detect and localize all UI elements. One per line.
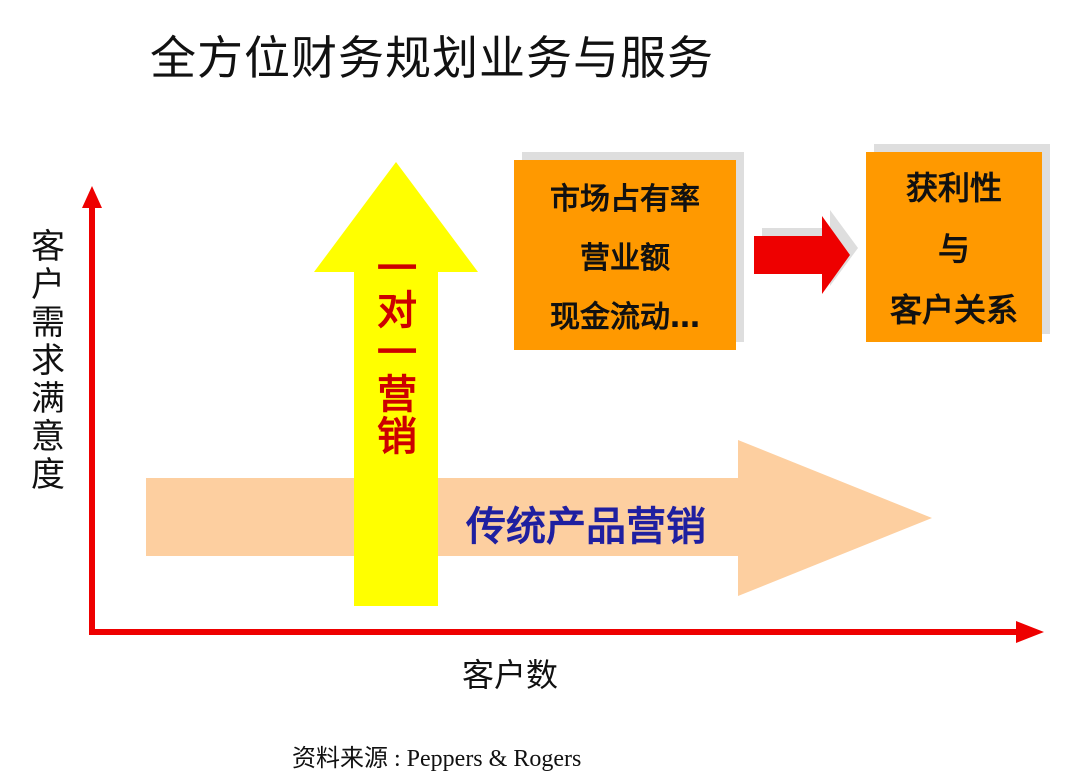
horizontal-arrow-label: 传统产品营销 <box>466 504 706 550</box>
horizontal-arrow <box>146 440 932 596</box>
vertical-arrow-label: 一对一营销 <box>377 246 417 460</box>
metrics-box: 市场占有率 营业额 现金流动… <box>514 160 736 350</box>
metrics-line-3: 现金流动… <box>550 300 700 336</box>
outcome-line-2: 与 <box>937 229 970 268</box>
y-axis-label: 客户需求满意度 <box>31 227 65 495</box>
source-note: 资料来源 : Peppers & Rogers <box>292 746 582 772</box>
outcome-line-3: 客户关系 <box>889 290 1018 329</box>
outcome-line-1: 获利性 <box>905 169 1002 208</box>
metrics-line-1: 市场占有率 <box>550 181 700 217</box>
outcome-box: 获利性 与 客户关系 <box>866 152 1042 342</box>
page-title: 全方位财务规划业务与服务 <box>150 31 714 85</box>
x-axis-label: 客户数 <box>462 656 559 694</box>
connector-arrow <box>754 216 850 294</box>
x-axis-arrowhead <box>1016 621 1044 643</box>
y-axis-arrowhead <box>82 186 102 208</box>
metrics-line-2: 营业额 <box>580 240 670 276</box>
vertical-arrow <box>314 162 478 606</box>
